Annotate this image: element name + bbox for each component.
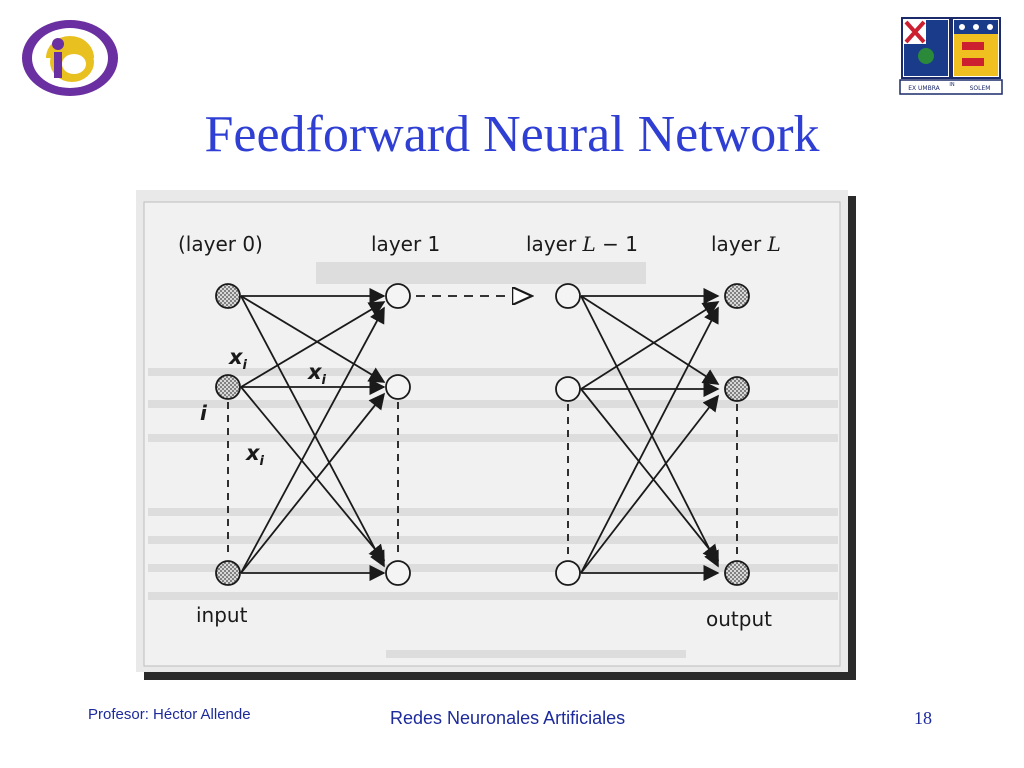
label-layerL-var: L bbox=[767, 232, 781, 256]
footer-page-number: 18 bbox=[914, 708, 932, 728]
column-dashes bbox=[227, 402, 738, 558]
output-node-1 bbox=[724, 283, 750, 309]
input-node-i bbox=[215, 374, 241, 400]
layerL1-node-n bbox=[555, 560, 581, 586]
footer-course: Redes Neuronales Artificiales bbox=[390, 708, 626, 728]
layerL1-node-2 bbox=[555, 376, 581, 402]
university-seal-right: EX UMBRA IN SOLEM bbox=[899, 17, 1003, 95]
label-xi-mid-x: x bbox=[307, 360, 323, 384]
seal-motto-right: SOLEM bbox=[970, 85, 991, 92]
output-node-n bbox=[724, 560, 750, 586]
footer-author: Profesor: Héctor Allende bbox=[88, 706, 251, 723]
label-layerL-minus-1-var: L bbox=[582, 232, 596, 256]
seal-motto-left: EX UMBRA bbox=[908, 85, 940, 92]
layerL1-node-1 bbox=[555, 283, 581, 309]
label-xi-top-sub: i bbox=[243, 358, 248, 373]
label-xi-low-x: x bbox=[245, 441, 261, 465]
edges-input-hidden bbox=[240, 287, 386, 582]
edges-hidden-output bbox=[580, 287, 720, 582]
label-layerL-minus-1: layer L − 1 bbox=[526, 232, 638, 256]
layer1-node-2 bbox=[385, 374, 411, 400]
label-layer1: layer 1 bbox=[371, 232, 440, 256]
figure-inner bbox=[143, 201, 841, 667]
label-layerL-minus-1-suffix: − 1 bbox=[596, 232, 638, 256]
input-node-n bbox=[215, 560, 241, 586]
seal-motto-mid: IN bbox=[949, 82, 954, 88]
label-xi-mid-sub: i bbox=[322, 373, 327, 388]
label-layerL: layer L bbox=[711, 232, 781, 256]
label-input: input bbox=[196, 603, 248, 627]
label-xi-top: xi bbox=[228, 345, 248, 373]
label-xi-top-x: x bbox=[228, 345, 244, 369]
label-layerL-prefix: layer bbox=[711, 232, 762, 256]
layer1-node-n bbox=[385, 560, 411, 586]
label-xi-low-sub: i bbox=[260, 454, 265, 469]
input-node-1 bbox=[215, 283, 241, 309]
neural-network-diagram: (layer 0) layer 1 layer L − 1 layer L bbox=[136, 190, 856, 680]
label-xi-mid: xi bbox=[307, 360, 327, 388]
label-xi-low: xi bbox=[245, 441, 265, 469]
slide-title: Feedforward Neural Network bbox=[204, 106, 820, 163]
label-i-index: i bbox=[200, 401, 208, 425]
university-logo-left bbox=[22, 20, 118, 96]
label-output: output bbox=[706, 607, 772, 631]
label-layer0: (layer 0) bbox=[178, 232, 263, 256]
label-layerL-minus-1-prefix: layer bbox=[526, 232, 577, 256]
bleed-through-text bbox=[148, 262, 838, 658]
layer1-node-1 bbox=[385, 283, 411, 309]
output-node-2 bbox=[724, 376, 750, 402]
